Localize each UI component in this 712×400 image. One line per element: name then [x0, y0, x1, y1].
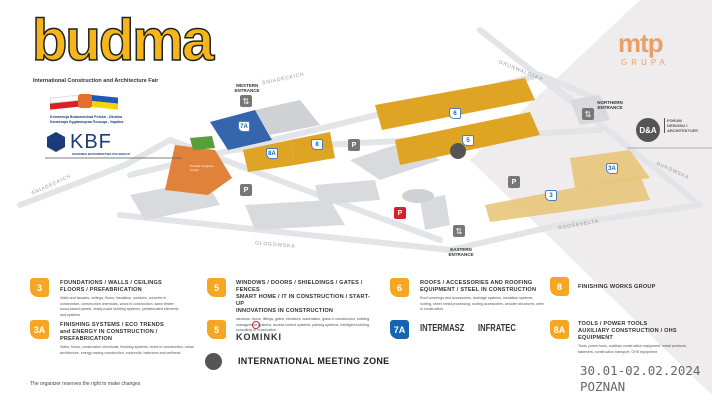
- poland-ukraine-flags-logo: [50, 92, 118, 112]
- legend-badge: 3: [30, 278, 49, 297]
- legend-title: WINDOWS / DOORS / SHIELDINGS / GATES / F…: [236, 280, 363, 293]
- legend-item-5: WINDOWS / DOORS / SHIELDINGS / GATES / F…: [236, 280, 371, 334]
- legend-title: and ENERGY IN CONSTRUCTION / PREFABRICAT…: [60, 329, 158, 342]
- legend-badge: 5: [207, 320, 226, 339]
- congress-center-building: [165, 145, 232, 195]
- kbf-logo: KBF: [70, 131, 112, 153]
- legend-item-6: ROOFS / ACCESSORIES AND ROOFING EQUIPMEN…: [420, 280, 545, 313]
- legend-item-3a: FINISHING SYSTEMS / ECO TRENDS and ENERG…: [60, 322, 195, 356]
- legend-desc: windows, doors, fittings, gates, elevato…: [236, 317, 370, 333]
- intermasz-logo: INTERMASZ: [420, 323, 465, 334]
- congress-center-label: Poznań Congress Center: [190, 164, 214, 172]
- legend-desc: Stairs, floors, construction chemicals, …: [60, 345, 194, 355]
- legend-title: EQUIPMENT / STEEL IN CONSTRUCTION: [420, 287, 537, 293]
- convention-line-2: Конвенція Будівництва Польща - Україна: [50, 120, 124, 124]
- parking-icon: P: [348, 139, 360, 151]
- parking-icon: P: [240, 184, 252, 196]
- legend-badge: 8A: [550, 320, 569, 339]
- entrance-arrows-icon[interactable]: ⇅: [453, 225, 465, 237]
- convention-line-1: Konwencja Budownictwa Polska - Ukraina: [50, 115, 123, 119]
- entrance-arrows-icon[interactable]: ⇅: [582, 108, 594, 120]
- legend-badge: 5: [207, 278, 226, 297]
- legend-badge: 8: [550, 277, 569, 296]
- kominki-logo: KOMINKI: [236, 332, 282, 342]
- budma-logo: budma: [31, 8, 215, 73]
- legend-item-3: FOUNDATIONS / WALLS / CEILINGS FLOORS / …: [60, 280, 185, 318]
- hall-3-building: [485, 175, 650, 222]
- paid-parking-icon: P: [394, 207, 406, 219]
- legend-title: FLOORS / PREFABRICATION: [60, 287, 142, 293]
- legend-item-8a: TOOLS / POWER TOOLS AUXILIARY CONSTRUCTI…: [578, 321, 703, 355]
- northern-entrance-label: NORTHERN ENTRANCE: [597, 100, 623, 110]
- mtp-sub: GRUPA: [621, 58, 669, 67]
- hall-badge-8[interactable]: 8: [311, 139, 323, 150]
- legend-desc: Walls and facades, ceilings, floors, ins…: [60, 296, 179, 317]
- parking-icon: P: [508, 176, 520, 188]
- meeting-zone-label: INTERNATIONAL MEETING ZONE: [238, 356, 390, 366]
- legend-title: FOUNDATIONS / WALLS / CEILINGS: [60, 280, 162, 286]
- legend-title: AUXILIARY CONSTRUCTION / OHS EQUIPMENT: [578, 328, 677, 341]
- legend-title: TOOLS / POWER TOOLS: [578, 321, 648, 327]
- hall-badge-6[interactable]: 6: [449, 108, 461, 119]
- event-dates: 30.01-02.02.2024: [580, 363, 701, 378]
- infratec-logo: INFRATEC: [478, 323, 516, 334]
- legend-title: FINISHING SYSTEMS / ECO TRENDS: [60, 322, 164, 328]
- legend-title: FINISHING WORKS GROUP: [578, 284, 656, 290]
- eastern-entrance-label: EASTERN ENTRANCE: [448, 247, 474, 257]
- legend-badge: 6: [390, 278, 409, 297]
- hall-badge-3[interactable]: 3: [545, 190, 557, 201]
- hall-badge-5[interactable]: 5: [462, 135, 474, 146]
- legend-title: ROOFS / ACCESSORIES AND ROOFING: [420, 280, 533, 286]
- logo-subtitle: International Construction and Architect…: [33, 78, 159, 84]
- legend-badge: 3A: [30, 320, 49, 339]
- hall-6-building: [375, 78, 535, 130]
- hall-badge-3a[interactable]: 3A: [606, 163, 618, 174]
- meeting-zone-icon: [205, 353, 222, 370]
- mtp-logo: mtp: [618, 28, 664, 58]
- disclaimer: The organizer reserves the right to make…: [30, 381, 141, 387]
- kbf-hex-icon: [47, 132, 65, 152]
- green-building: [190, 136, 215, 150]
- hall-badge-8a[interactable]: 8A: [266, 148, 278, 159]
- legend-desc: Tools, power tools, auxiliary constructi…: [578, 344, 687, 354]
- forum-logo: D&A: [636, 118, 660, 142]
- hall-badge-7a[interactable]: 7A: [238, 121, 250, 132]
- forum-text: FORUM DESIGNU I ARCHITEKTURY: [664, 118, 698, 133]
- event-city: POZNAN: [580, 379, 626, 394]
- legend-title: INNOVATIONS IN CONSTRUCTION: [236, 308, 334, 314]
- legend-badge: 7A: [390, 320, 409, 339]
- legend-title: SMART HOME / IT IN CONSTRUCTION / START-…: [236, 294, 371, 307]
- kbf-subtitle: KONGRES BUDOWNICTWA POLSKIEGO: [72, 152, 131, 156]
- meeting-zone-marker: [450, 143, 466, 159]
- entrance-arrows-icon[interactable]: ⇅: [240, 95, 252, 107]
- legend-desc: Roof coverings and accessories, drainage…: [420, 296, 544, 312]
- kominki-emblem-icon: [252, 321, 260, 329]
- western-entrance-label: WESTERN ENTRANCE: [234, 83, 260, 93]
